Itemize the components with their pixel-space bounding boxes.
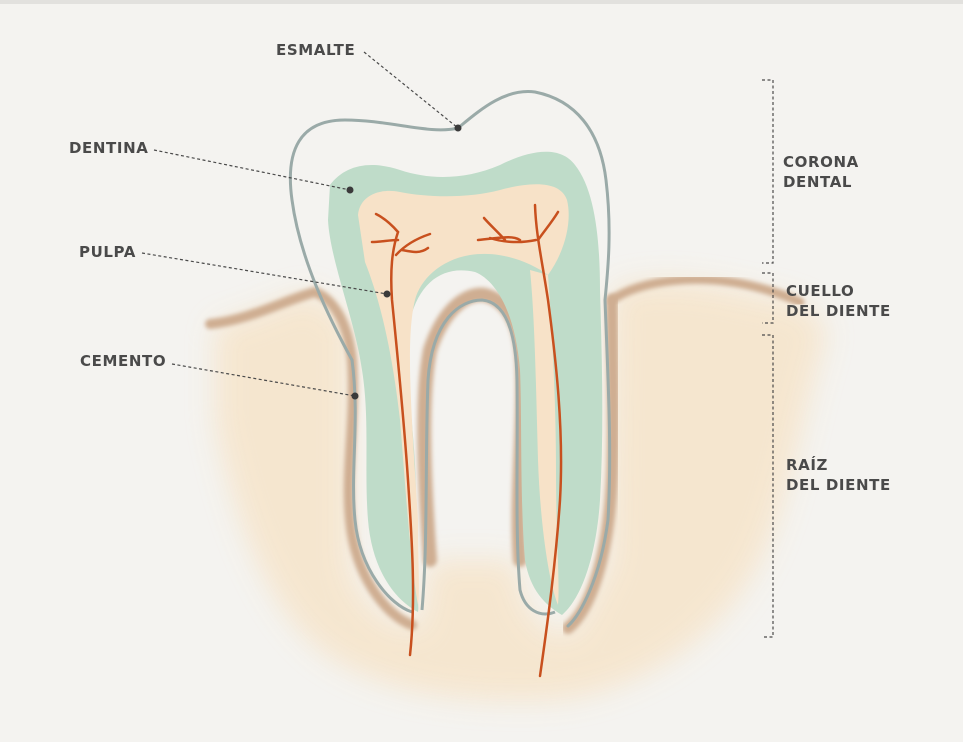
top-border [0, 0, 963, 4]
bracket-raiz [762, 334, 774, 638]
region-cuello: CUELLO DEL DIENTE [786, 281, 891, 321]
pulp-right-canal [530, 270, 559, 605]
cementum-inner-fork [417, 287, 530, 567]
label-dentina: DENTINA [69, 139, 149, 157]
region-raiz: RAÍZ DEL DIENTE [786, 455, 891, 495]
cementum-right-root [562, 294, 620, 634]
gum-area [215, 280, 826, 702]
pulp-chamber [358, 184, 569, 606]
enamel-inner-fork [420, 298, 556, 616]
leader-dentina [153, 149, 351, 191]
bracket-cuello [762, 272, 774, 324]
dot-dentina [346, 186, 354, 194]
gum-line-right [607, 275, 805, 307]
bracket-corona [762, 79, 774, 264]
region-corona-line1: CORONA [783, 153, 859, 171]
region-raiz-line2: DEL DIENTE [786, 476, 891, 494]
region-corona: CORONA DENTAL [783, 152, 859, 192]
dot-esmalte [454, 124, 462, 132]
dot-cemento [351, 392, 359, 400]
leader-cemento [171, 363, 356, 397]
label-pulpa: PULPA [79, 243, 136, 261]
region-cuello-line2: DEL DIENTE [786, 302, 891, 320]
region-corona-line2: DENTAL [783, 173, 853, 191]
leader-pulpa [141, 252, 388, 295]
enamel-left-root [350, 359, 413, 614]
label-cemento: CEMENTO [80, 352, 167, 370]
label-esmalte: ESMALTE [276, 41, 356, 59]
leader-esmalte [363, 51, 459, 129]
enamel-outline [288, 90, 612, 628]
region-cuello-line1: CUELLO [786, 282, 855, 300]
region-raiz-line1: RAÍZ [786, 456, 829, 474]
nerves [370, 203, 563, 678]
dot-pulpa [383, 290, 391, 298]
